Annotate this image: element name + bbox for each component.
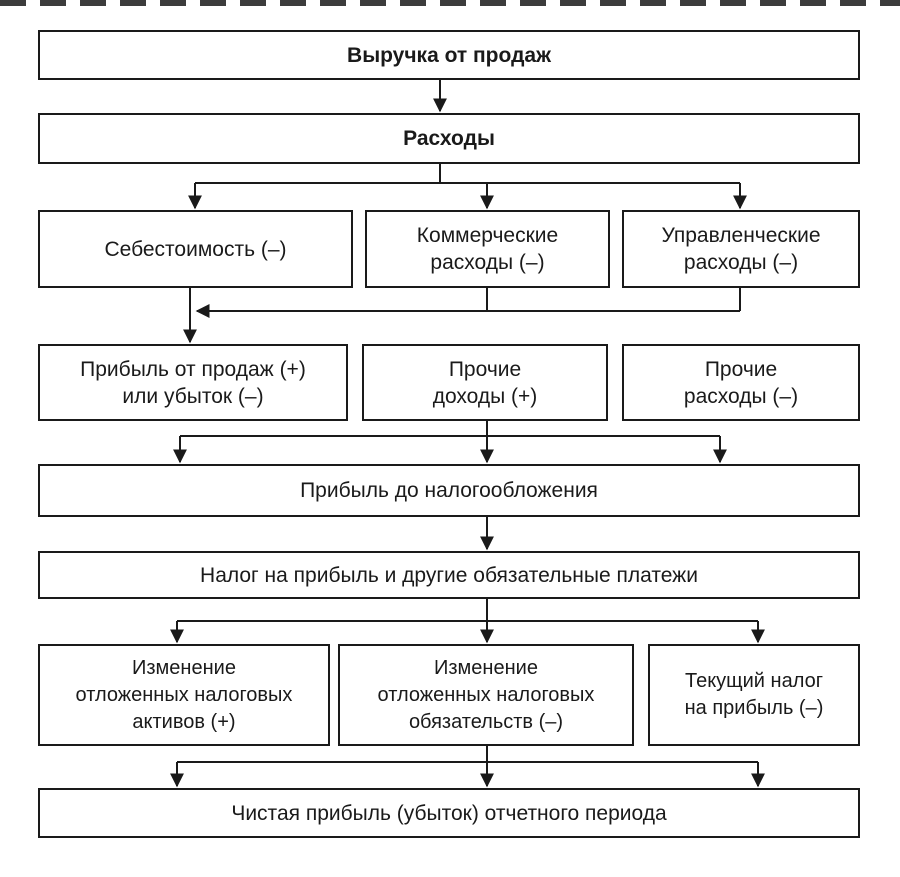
box-cost: Себестоимость (–) [38,210,353,288]
box-management-expenses: Управленческие расходы (–) [622,210,860,288]
box-sales-profit: Прибыль от продаж (+) или убыток (–) [38,344,348,421]
box-tax-payments: Налог на прибыль и другие обязательные п… [38,551,860,599]
box-current-tax: Текущий налог на прибыль (–) [648,644,860,746]
box-revenue: Выручка от продаж [38,30,860,80]
box-expenses: Расходы [38,113,860,164]
box-other-expenses: Прочие расходы (–) [622,344,860,421]
box-net-profit: Чистая прибыль (убыток) отчетного период… [38,788,860,838]
box-pretax-profit: Прибыль до налогообложения [38,464,860,517]
box-other-income: Прочие доходы (+) [362,344,608,421]
cropped-heading-fragment [0,0,900,6]
box-deferred-tax-assets: Изменение отложенных налоговых активов (… [38,644,330,746]
box-commercial-expenses: Коммерческие расходы (–) [365,210,610,288]
box-deferred-tax-liabilities: Изменение отложенных налоговых обязатель… [338,644,634,746]
